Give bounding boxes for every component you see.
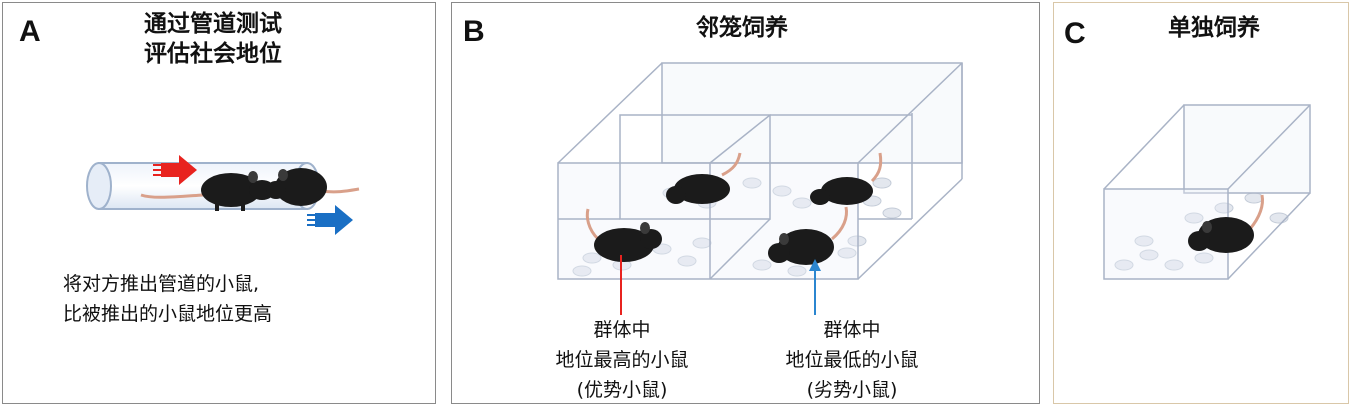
panel-title: 通过管道测试 评估社会地位 bbox=[63, 9, 363, 69]
pushed-mouse bbox=[266, 168, 360, 206]
cage bbox=[1103, 104, 1311, 280]
caption-line: 比被推出的小鼠地位更高 bbox=[63, 303, 273, 325]
label-line: 地位最高的小鼠 bbox=[555, 349, 689, 371]
dominant-mouse-label: 群体中 地位最高的小鼠 (优势小鼠) bbox=[492, 315, 752, 405]
panel-letter: A bbox=[19, 15, 41, 48]
dominant-mouse bbox=[585, 208, 662, 262]
title-line: 通过管道测试 bbox=[144, 11, 282, 37]
panel-letter: C bbox=[1064, 17, 1086, 50]
label-line: (优势小鼠) bbox=[576, 379, 668, 401]
mouse-back-left bbox=[666, 152, 742, 204]
label-line: 群体中 bbox=[823, 319, 881, 341]
panel-c-single-housing: C 单独饲养 bbox=[1053, 2, 1349, 404]
caption-line: 将对方推出管道的小鼠, bbox=[63, 273, 260, 295]
tube-test-illustration bbox=[86, 155, 360, 235]
pushed-out-arrow bbox=[307, 205, 353, 235]
label-line: 群体中 bbox=[593, 319, 651, 341]
push-arrow bbox=[153, 155, 197, 185]
label-line: (劣势小鼠) bbox=[806, 379, 898, 401]
adjacent-cage-illustration bbox=[557, 62, 963, 315]
panel-title: 邻笼饲养 bbox=[696, 15, 788, 41]
mouse-back-right bbox=[810, 152, 883, 205]
title-line: 评估社会地位 bbox=[144, 41, 282, 67]
panel-title: 单独饲养 bbox=[1168, 15, 1260, 41]
single-cage-illustration bbox=[1103, 104, 1311, 280]
subordinate-pointer bbox=[809, 259, 821, 315]
subordinate-mouse bbox=[768, 206, 848, 265]
single-mouse bbox=[1188, 194, 1264, 253]
subordinate-mouse-label: 群体中 地位最低的小鼠 (劣势小鼠) bbox=[722, 315, 982, 405]
panel-caption: 将对方推出管道的小鼠, 比被推出的小鼠地位更高 bbox=[63, 269, 272, 329]
label-line: 地位最低的小鼠 bbox=[785, 349, 919, 371]
panel-b-adjacent-housing: B 邻笼饲养 bbox=[451, 2, 1040, 404]
panel-letter: B bbox=[463, 15, 485, 48]
cage-floor-bedding bbox=[572, 177, 902, 277]
panel-a-tube-test: A 通过管道测试 评估社会地位 bbox=[2, 2, 436, 404]
